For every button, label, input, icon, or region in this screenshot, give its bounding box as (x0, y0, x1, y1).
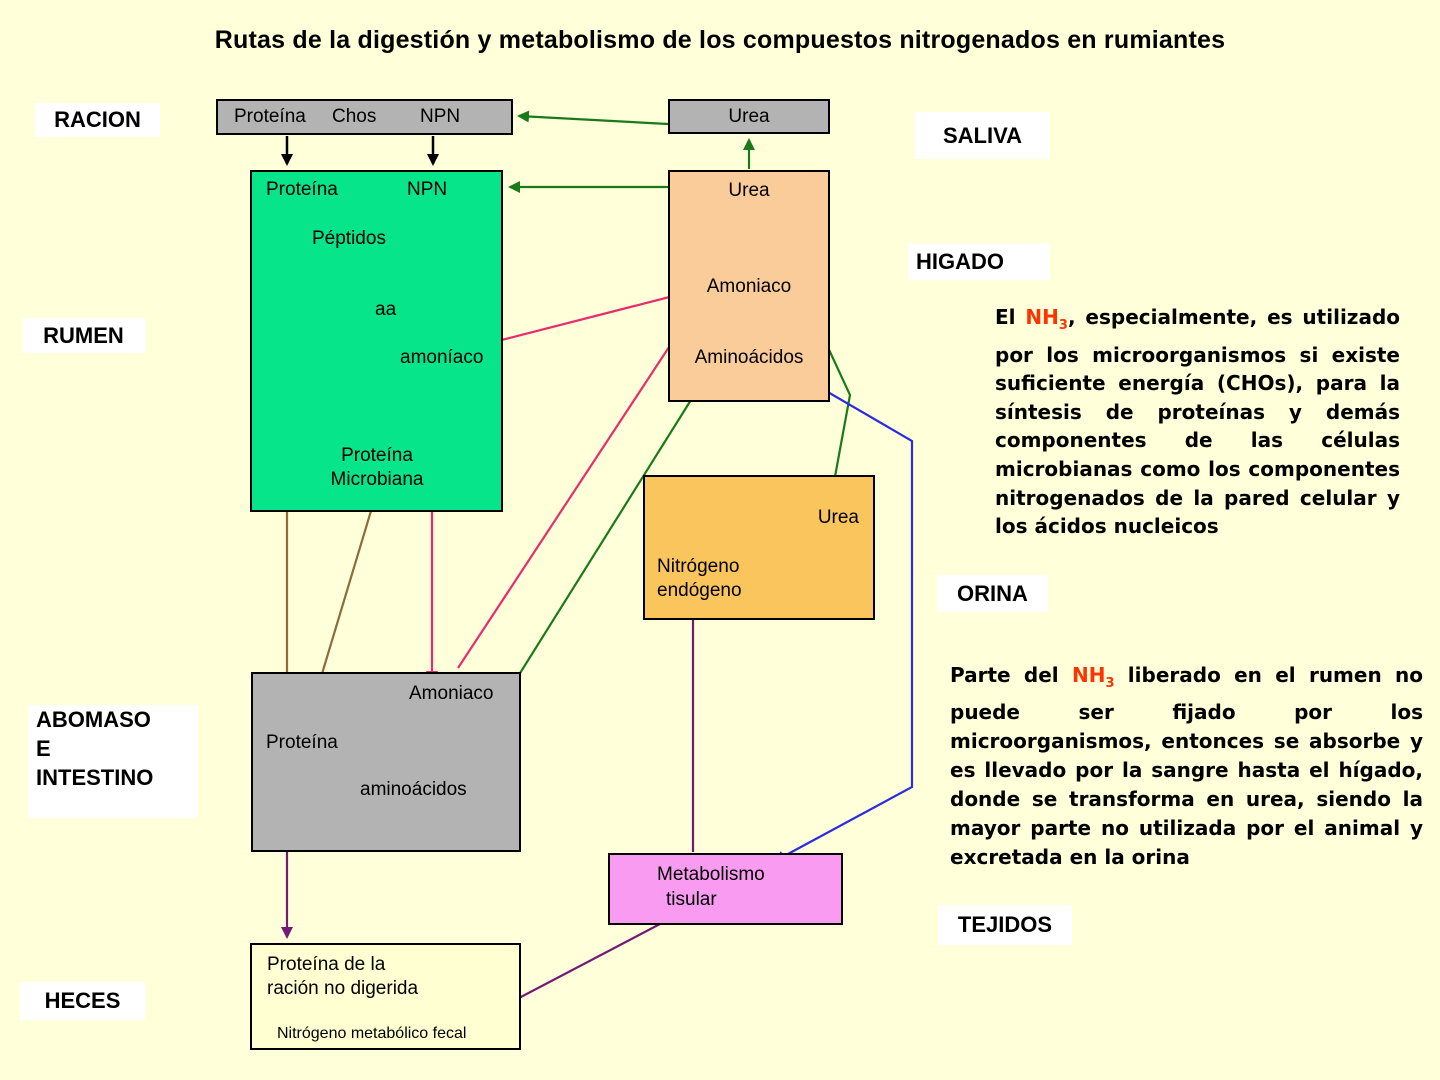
label-abomaso-intestino: ABOMASO E INTESTINO (28, 705, 198, 818)
paragraph-higado: El NH3, especialmente, es utilizado por … (995, 303, 1400, 541)
rumen-peptidos: Péptidos (312, 228, 386, 249)
tejidos-line2: tisular (666, 889, 717, 910)
rumen-amoniaco: amoníaco (400, 347, 484, 368)
orina-nh3: NH3 (1071, 663, 1115, 691)
box-heces: Proteína de la ración no digerida Nitróg… (250, 943, 521, 1050)
abomaso-proteina: Proteína (266, 732, 338, 753)
racion-proteina: Proteína (234, 106, 306, 127)
orina-nitrogeno-endogeno: Nitrógeno endógeno (657, 555, 742, 603)
liver-urea: Urea (728, 180, 770, 201)
higado-pre: El (995, 305, 1026, 329)
rumen-proteina-microbiana: Proteína Microbiana (292, 444, 462, 492)
orina-pre: Parte del (950, 663, 1072, 687)
label-rumen: RUMEN (22, 318, 145, 353)
label-racion: RACION (35, 103, 160, 137)
label-abomaso-line3: INTESTINO (36, 765, 154, 790)
box-urea-saliva: Urea (668, 99, 830, 134)
orina-post: liberado en el rumen no puede ser fijado… (950, 663, 1423, 869)
label-saliva: SALIVA (915, 112, 1050, 159)
box-racion: Proteína Chos NPN (216, 99, 513, 135)
rumen-npn: NPN (407, 179, 448, 200)
label-higado: HIGADO (908, 243, 1050, 280)
abomaso-amoniaco: Amoniaco (409, 683, 494, 704)
nitrogeno-line1: Nitrógeno (657, 556, 740, 577)
label-abomaso-line1: ABOMASO (36, 707, 151, 732)
box-rumen: Proteína NPN Péptidos aa amoníaco Proteí… (250, 170, 503, 512)
heces-line3: Nitrógeno metabólico fecal (277, 1025, 467, 1042)
heces-line1: Proteína de la (267, 954, 386, 975)
urea-saliva-text: Urea (728, 106, 770, 127)
tejidos-line1: Metabolismo (657, 864, 765, 885)
box-orina: Urea Nitrógeno endógeno (643, 475, 875, 620)
racion-chos: Chos (332, 106, 377, 127)
slide-title: Rutas de la digestión y metabolismo de l… (214, 26, 1226, 54)
racion-npn: NPN (420, 106, 461, 127)
label-abomaso-line2: E (36, 736, 51, 761)
box-tejidos: Metabolismo tisular (608, 853, 843, 925)
label-heces: HECES (20, 982, 145, 1020)
prot-microbiana-line2: Microbiana (330, 469, 424, 490)
paragraph-orina: Parte del NH3 liberado en el rumen no pu… (950, 661, 1423, 872)
abomaso-aminoacidos: aminoácidos (360, 779, 467, 800)
box-abomaso: Amoniaco Proteína aminoácidos (251, 672, 521, 852)
higado-post: , especialmente, es utilizado por los mi… (995, 305, 1400, 539)
box-higado: Urea Amoniaco Aminoácidos (668, 170, 830, 402)
arrow-rumen-amoniaco-to-liver-amoniaco (481, 288, 691, 347)
nitrogeno-line2: endógeno (657, 580, 742, 601)
rumen-aa: aa (375, 299, 397, 320)
liver-amoniaco: Amoniaco (706, 276, 792, 297)
heces-line2: ración no digerida (267, 978, 419, 999)
label-tejidos: TEJIDOS (938, 905, 1072, 945)
arrow-urea-saliva-to-racion (517, 110, 669, 126)
liver-aminoacidos: Aminoácidos (694, 347, 804, 368)
higado-nh3: NH3 (1025, 305, 1068, 333)
orina-urea: Urea (817, 507, 859, 528)
rumen-proteina: Proteína (266, 179, 338, 200)
prot-microbiana-line1: Proteína (341, 445, 413, 466)
label-orina: ORINA (937, 575, 1048, 612)
